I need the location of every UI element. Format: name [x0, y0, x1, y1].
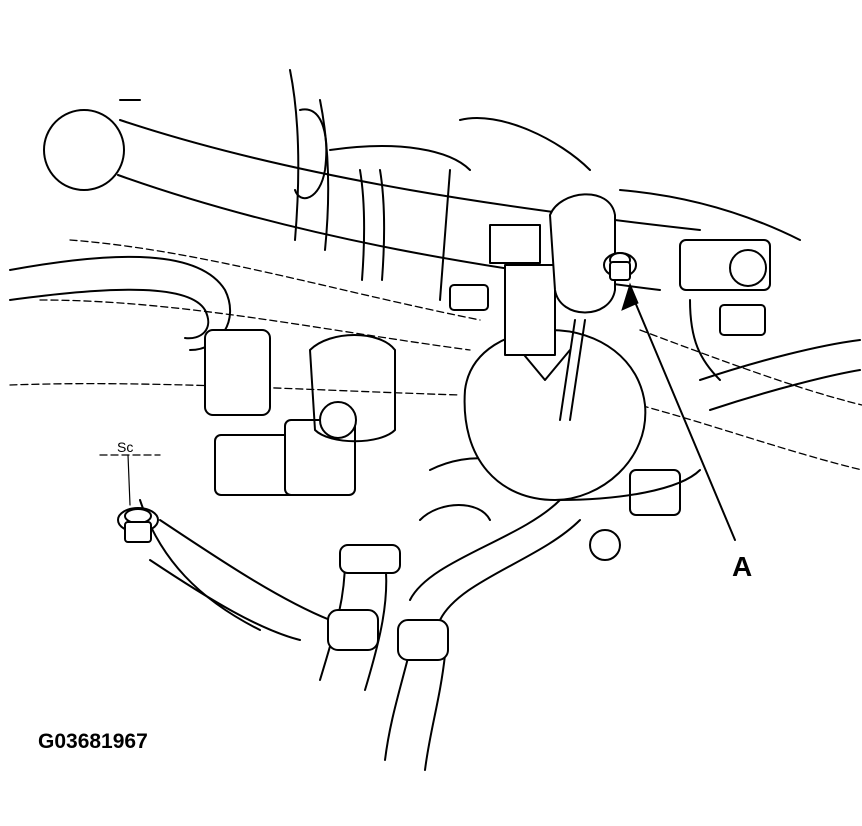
- lifting-hook: [449, 193, 647, 501]
- central-bracket: [149, 329, 396, 641]
- right-components: [679, 239, 861, 411]
- bolt-a: [603, 252, 637, 281]
- lower-hoses: [319, 499, 581, 771]
- callout-leader-a: [621, 282, 736, 541]
- sc-mark: Sc: [117, 439, 133, 455]
- bolt-sc: [117, 454, 159, 543]
- figure-id: G03681967: [38, 730, 148, 753]
- callout-label-a: A: [732, 551, 752, 582]
- engine-block-outline: [289, 69, 801, 301]
